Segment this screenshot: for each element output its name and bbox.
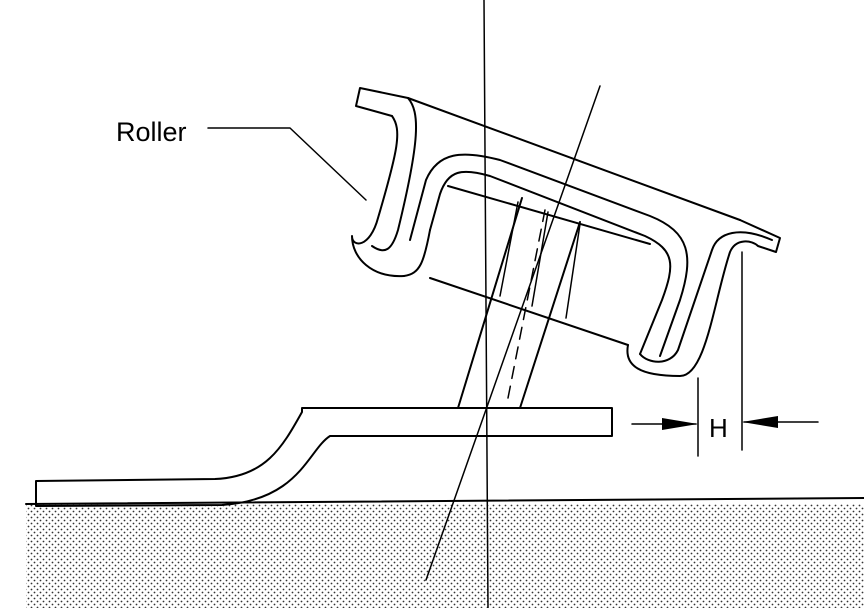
ground — [25, 497, 864, 608]
base-plate — [35, 407, 613, 507]
dimension-h: H — [631, 251, 819, 457]
dimension-h-label: H — [709, 413, 728, 443]
roller — [351, 87, 781, 377]
support-arms — [457, 197, 581, 409]
roller-axis-line — [425, 85, 601, 581]
vertical-reference-line — [483, 0, 489, 608]
roller-label: Roller — [116, 117, 187, 147]
roller-leader-line — [207, 127, 367, 201]
